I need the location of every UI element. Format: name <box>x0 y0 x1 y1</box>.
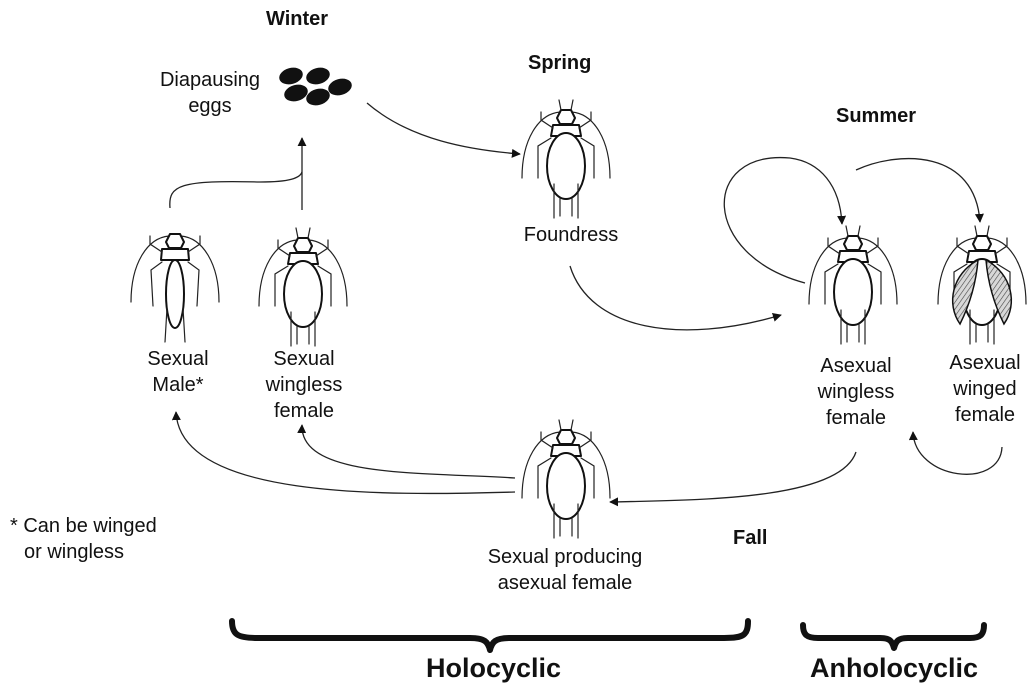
diapausing-eggs-icon <box>277 65 353 108</box>
summer-label: Summer <box>836 105 916 128</box>
sexual-male-aphid-icon <box>131 234 219 342</box>
anholocyclic-label: Anholocyclic <box>810 653 978 684</box>
holocyclic-bracket <box>232 621 748 650</box>
anholocyclic-bracket <box>803 625 984 648</box>
foundress-label: Foundress <box>506 222 636 248</box>
asexual-winged-female-aphid-icon <box>938 226 1026 344</box>
winter-label: Winter <box>266 8 328 31</box>
sexual-producing-female-aphid-icon <box>522 420 610 538</box>
spring-label: Spring <box>528 52 591 75</box>
sexual-wingless-female-aphid-icon <box>259 228 347 346</box>
asexual-wingless-female-aphid-icon <box>809 226 897 344</box>
fall-label: Fall <box>733 527 767 550</box>
holocyclic-label: Holocyclic <box>426 653 561 684</box>
foundress-aphid-icon <box>522 100 610 218</box>
